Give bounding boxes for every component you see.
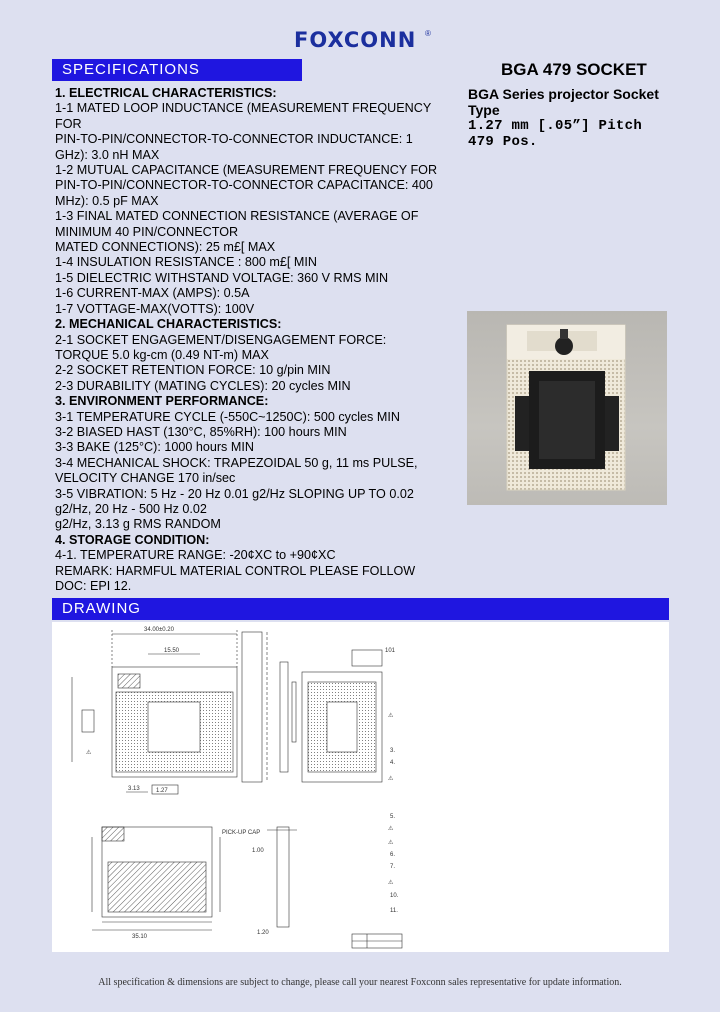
spec-line: 3-3 BAKE (125°C): 1000 hours MIN bbox=[55, 440, 254, 455]
socket-photo bbox=[467, 311, 667, 505]
spec-line: GHz): 3.0 nH MAX bbox=[55, 147, 160, 162]
spec-line: 3-2 BIASED HAST (130°C, 85%RH): 100 hour… bbox=[55, 424, 347, 439]
spec-line: DOC: EPI 12. bbox=[55, 579, 132, 593]
subtitle-series: BGA Series projector Socket Type bbox=[468, 86, 659, 118]
spec-line: 2-3 DURABILITY (MATING CYCLES): 20 cycle… bbox=[55, 378, 351, 393]
note-101: 101 bbox=[385, 648, 396, 654]
spec-heading: 2. MECHANICAL CHARACTERISTICS: bbox=[55, 317, 282, 332]
svg-text:⚠: ⚠ bbox=[388, 839, 394, 846]
spec-line: 3-5 VIBRATION: 5 Hz - 20 Hz 0.01 g2/Hz S… bbox=[55, 486, 414, 501]
spec-line: 1-1 MATED LOOP INDUCTANCE (MEASUREMENT F… bbox=[55, 101, 432, 116]
note-11: 11. bbox=[390, 908, 398, 914]
spec-heading: 3. ENVIRONMENT PERFORMANCE: bbox=[55, 394, 269, 409]
registered-mark: ® bbox=[425, 29, 431, 38]
specifications-list: 1. ELECTRICAL CHARACTERISTICS:1-1 MATED … bbox=[55, 86, 465, 594]
dim-1: 1.00 bbox=[252, 848, 264, 854]
note-4: 4. bbox=[390, 760, 395, 766]
dim-15: 15.50 bbox=[164, 648, 180, 654]
spec-line: TORQUE 5.0 kg-cm (0.49 NT-m) MAX bbox=[55, 347, 269, 362]
svg-text:⚠: ⚠ bbox=[388, 825, 394, 832]
spec-line: MINIMUM 40 PIN/CONNECTOR bbox=[55, 224, 239, 239]
spec-heading: 1. ELECTRICAL CHARACTERISTICS: bbox=[55, 86, 277, 100]
spec-line: 1-5 DIELECTRIC WITHSTAND VOLTAGE: 360 V … bbox=[55, 270, 389, 285]
drawing-band: DRAWING bbox=[52, 598, 669, 620]
spec-line: MATED CONNECTIONS): 25 m£[ MAX bbox=[55, 240, 276, 255]
note-10: 10. bbox=[390, 893, 399, 899]
spec-line: 1-2 MUTUAL CAPACITANCE (MEASUREMENT FREQ… bbox=[55, 163, 438, 178]
spec-line: 1-7 VOTTAGE-MAX(VOTTS): 100V bbox=[55, 301, 255, 316]
dim-top: 34.00±0.20 bbox=[144, 627, 175, 633]
dim-120: 1.20 bbox=[257, 930, 269, 936]
note-6: 6. bbox=[390, 852, 395, 858]
spec-line: 1-4 INSULATION RESISTANCE : 800 m£[ MIN bbox=[55, 255, 317, 270]
technical-drawing: 34.00±0.20 15.50 3.13 1.27 ⚠ 101 ⚠ 3. 4.… bbox=[52, 622, 669, 952]
spec-line: g2/Hz, 3.13 g RMS RANDOM bbox=[55, 517, 221, 532]
subtitle-pitch: 1.27 mm [.05”] Pitch bbox=[468, 118, 643, 134]
subtitle-positions: 479 Pos. bbox=[468, 134, 538, 150]
svg-text:⚠: ⚠ bbox=[388, 775, 394, 782]
svg-text:⚠: ⚠ bbox=[86, 749, 92, 756]
spec-line: 1-3 FINAL MATED CONNECTION RESISTANCE (A… bbox=[55, 209, 419, 224]
spec-line: PIN-TO-PIN/CONNECTOR-TO-CONNECTOR INDUCT… bbox=[55, 132, 413, 147]
note-7: 7. bbox=[390, 864, 395, 870]
spec-line: MHz): 0.5 pF MAX bbox=[55, 193, 159, 208]
spec-line: 1-6 CURRENT-MAX (AMPS): 0.5A bbox=[55, 286, 250, 301]
dim-127: 1.27 bbox=[156, 788, 168, 794]
pickup-cap-label: PICK-UP CAP bbox=[222, 830, 260, 836]
spec-line: 2-2 SOCKET RETENTION FORCE: 10 g/pin MIN bbox=[55, 363, 331, 378]
spec-line: 3-4 MECHANICAL SHOCK: TRAPEZOIDAL 50 g, … bbox=[55, 455, 418, 470]
specifications-band: SPECIFICATIONS bbox=[52, 59, 302, 81]
foxconn-logo: FOXCONN bbox=[294, 28, 417, 52]
product-subtitle: BGA Series projector Socket Type 1.27 mm… bbox=[468, 86, 678, 150]
spec-line: g2/Hz, 20 Hz - 500 Hz 0.02 bbox=[55, 501, 207, 516]
spec-line: 3-1 TEMPERATURE CYCLE (-550C~1250C): 500… bbox=[55, 409, 400, 424]
dim-313: 3.13 bbox=[128, 786, 140, 792]
svg-text:⚠: ⚠ bbox=[388, 879, 394, 886]
dim-3510: 35.10 bbox=[132, 934, 148, 940]
svg-text:⚠: ⚠ bbox=[388, 712, 394, 719]
product-title: BGA 479 SOCKET bbox=[501, 60, 647, 79]
spec-heading: 4. STORAGE CONDITION: bbox=[55, 532, 210, 547]
drawing-graphic: 34.00±0.20 15.50 3.13 1.27 ⚠ 101 ⚠ 3. 4.… bbox=[71, 627, 403, 949]
note-5: 5. bbox=[390, 814, 395, 820]
spec-line: REMARK: HARMFUL MATERIAL CONTROL PLEASE … bbox=[55, 563, 416, 578]
spec-line: VELOCITY CHANGE 170 in/sec bbox=[55, 471, 236, 486]
socket-photo-graphic bbox=[506, 324, 626, 491]
footer-disclaimer: All specification & dimensions are subje… bbox=[98, 977, 622, 988]
spec-line: PIN-TO-PIN/CONNECTOR-TO-CONNECTOR CAPACI… bbox=[55, 178, 433, 193]
spec-line: FOR bbox=[55, 116, 82, 131]
spec-line: 2-1 SOCKET ENGAGEMENT/DISENGAGEMENT FORC… bbox=[55, 332, 387, 347]
note-3: 3. bbox=[390, 748, 395, 754]
spec-line: 4-1. TEMPERATURE RANGE: -20¢XC to +90¢XC bbox=[55, 548, 336, 563]
